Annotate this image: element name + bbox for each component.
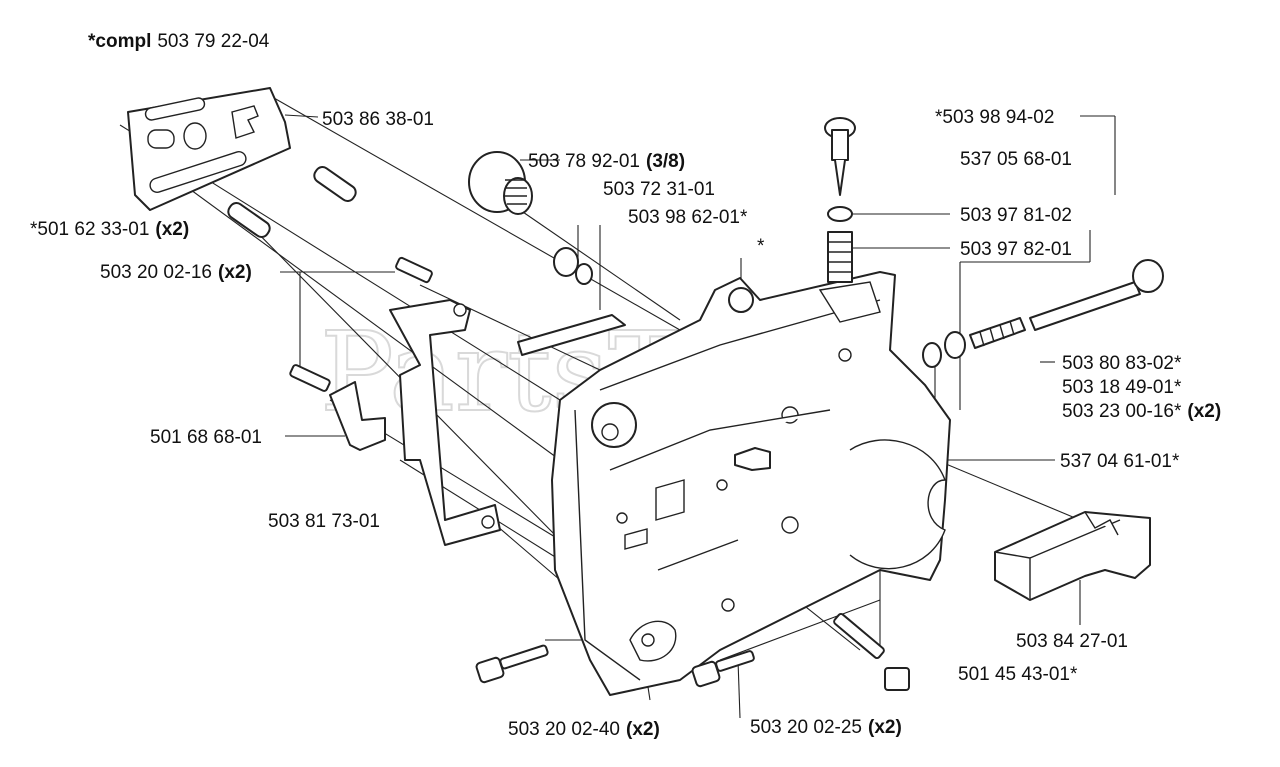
screw-40-part bbox=[475, 644, 549, 684]
label-screw-40: 503 20 02-40 (x2) bbox=[508, 719, 660, 740]
adjust-screw-part bbox=[833, 612, 910, 691]
bracket-plate bbox=[389, 299, 501, 546]
label-screw-40-qty: (x2) bbox=[626, 719, 660, 740]
label-tension-ring-qty: (x2) bbox=[1187, 401, 1221, 422]
guide-plate bbox=[127, 87, 291, 211]
crankcase-body bbox=[551, 271, 951, 696]
label-screw-25-qty: (x2) bbox=[868, 717, 902, 738]
header-number: 503 79 22-04 bbox=[157, 31, 269, 52]
label-screw-16: 503 20 02-16 (x2) bbox=[100, 262, 252, 283]
label-plug-qty: (3/8) bbox=[646, 151, 685, 172]
label-guide-plate: 503 86 38-01 bbox=[322, 109, 434, 130]
stud-parts bbox=[227, 166, 357, 238]
label-catcher: 501 68 68-01 bbox=[150, 427, 262, 448]
chain-catcher bbox=[329, 381, 386, 451]
label-screw-25-text: 503 20 02-25 bbox=[750, 717, 862, 738]
tension-parts bbox=[922, 259, 1164, 368]
label-tension-washer: 503 18 49-01* bbox=[1062, 377, 1182, 398]
label-tension-spring: 503 80 83-02* bbox=[1062, 353, 1182, 374]
label-oil-pipe: 503 98 62-01* bbox=[628, 207, 748, 228]
label-nozzle: 537 04 61-01* bbox=[1060, 451, 1180, 472]
bushing-part bbox=[553, 247, 593, 285]
label-adjuster-kit2: 537 05 68-01 bbox=[960, 149, 1072, 170]
label-screw-40-text: 503 20 02-40 bbox=[508, 719, 620, 740]
label-plug-text: 503 78 92-01 bbox=[528, 151, 640, 172]
buffer-part bbox=[994, 511, 1151, 601]
label-washer: 503 97 81-02 bbox=[960, 205, 1072, 226]
oil-pipe-part bbox=[517, 314, 626, 356]
label-bushing: 503 72 31-01 bbox=[603, 179, 715, 200]
header-prefix: *compl bbox=[88, 31, 151, 52]
label-stud-text: *501 62 33-01 bbox=[30, 219, 149, 240]
header-label: *compl 503 79 22-04 bbox=[88, 31, 270, 52]
label-bracket-plate: 503 81 73-01 bbox=[268, 511, 380, 532]
label-tension-ring: 503 23 00-16*(x2) bbox=[1062, 401, 1221, 422]
label-buffer: 503 84 27-01 bbox=[1016, 631, 1128, 652]
label-stud-qty: (x2) bbox=[155, 219, 189, 240]
screw-16-parts bbox=[289, 256, 433, 392]
label-tension-ring-text: 503 23 00-16* bbox=[1062, 401, 1182, 422]
label-adjust-screw: 501 45 43-01* bbox=[958, 664, 1078, 685]
label-spring: 503 97 82-01 bbox=[960, 239, 1072, 260]
nozzle-part bbox=[734, 447, 771, 471]
label-stud: *501 62 33-01 (x2) bbox=[30, 219, 189, 240]
label-screw-16-qty: (x2) bbox=[218, 262, 252, 283]
label-adjuster-kit: *503 98 94-02 bbox=[935, 107, 1054, 128]
plug-part bbox=[468, 151, 533, 215]
label-plug: 503 78 92-01 (3/8) bbox=[528, 151, 685, 172]
label-screw-16-text: 503 20 02-16 bbox=[100, 262, 212, 283]
adjuster-parts bbox=[824, 117, 856, 283]
screw-25-part bbox=[691, 650, 755, 688]
label-screw-25: 503 20 02-25 (x2) bbox=[750, 717, 902, 738]
label-asterisk: * bbox=[757, 236, 765, 257]
